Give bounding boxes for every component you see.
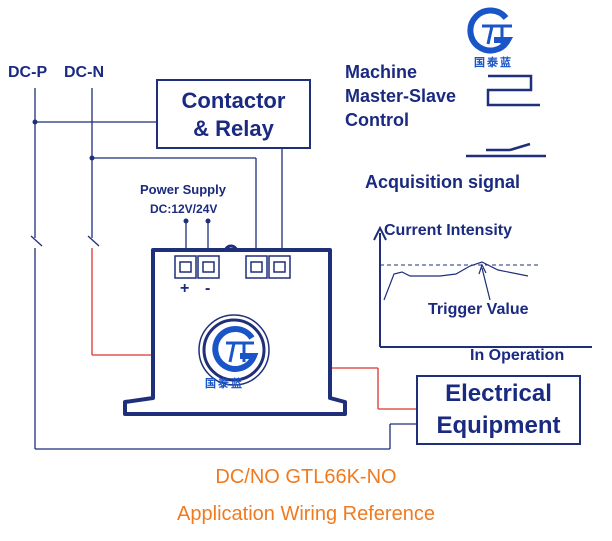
power-plus-dot [183,218,189,224]
dc-p-junction [32,119,38,125]
brand-logo [467,7,514,54]
master-slave-icon [486,74,540,107]
acquisition-signal-label: Acquisition signal [365,172,521,192]
dc-n-line [87,88,257,264]
power-supply-title: Power Supply [140,182,226,197]
dc-n-junction [89,155,95,161]
trigger-value-label: Trigger Value [428,301,529,318]
model-caption: DC/NO GTL66K-NO [215,466,397,488]
subtitle-caption: Application Wiring Reference [177,503,435,525]
control-label: Control [345,110,409,130]
dc-p-label: DC-P [8,64,48,81]
sensor-terminals [174,255,291,279]
sensor-logo [198,314,270,386]
plus-label: + [180,280,190,297]
master-slave-label: Master-Slave [345,86,457,106]
machine-label: Machine [345,62,418,82]
equipment-label: Equipment [436,412,561,439]
power-minus-dot [205,218,211,224]
sensor-logo-text: 国泰蓝 [205,378,244,390]
contactor-label: Contactor [181,88,286,113]
current-intensity-label: Current Intensity [384,222,513,239]
contactor-relay-box: Contactor & Relay [156,79,311,149]
dc-p-line [30,88,416,450]
power-supply-voltage: DC:12V/24V [150,202,218,216]
electrical-equipment-box: Electrical Equipment [416,375,581,445]
brand-logo-text: 国泰蓝 [474,57,513,69]
minus-label: - [205,280,211,297]
in-operation-label: In Operation [470,347,565,364]
current-graph [373,225,592,348]
sensor-top-notch [223,244,239,253]
electrical-label: Electrical [445,380,552,407]
relay-label: & Relay [193,116,274,141]
acquisition-signal-icon [466,142,546,158]
dc-n-label: DC-N [64,64,104,81]
